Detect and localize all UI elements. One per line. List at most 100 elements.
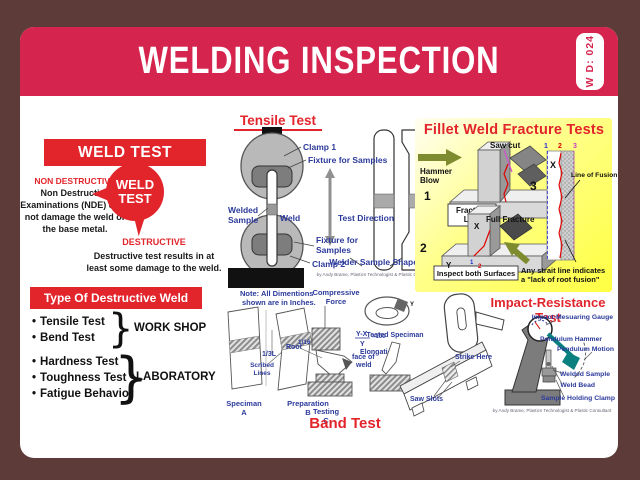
beam-foot-right [465,376,479,391]
elongation-denominator: Y [360,341,365,348]
elongation-numerator: Y-X [356,331,368,338]
column2-side-face [489,205,501,257]
fillet-block-upper [509,145,547,173]
list-item: •Fatigue Behavior [32,386,133,402]
leader-line [437,381,453,399]
bullet-glyph: • [32,332,37,344]
preparation-b-label1: Preparation [287,399,329,408]
tick-2-top: 2 [558,143,562,150]
destructive-types-banner: Type Of Destructive Weld Testing [30,287,202,327]
leader-line [389,257,403,267]
tick-1: 1 [470,260,474,266]
laboratory-list: •Hardness Test •Toughness Test •Fatigue … [32,354,133,402]
leader-line [287,159,307,169]
leader-line [283,146,302,157]
compressive-force-label2: Force [326,297,346,306]
tensile-diagram: Clamp 1 Fixture for Samples Welded Sampl… [228,127,436,288]
specimen-a-label1: Speciman [226,399,262,408]
holding-clamp-label: Sample Holding Clamp [541,395,615,402]
code-badge: W D: 024 [576,33,604,90]
fracture-line-1 [503,163,509,203]
laboratory-brace: } [114,346,149,409]
non-destructive-heading: NON DESTRUCTIVE [34,176,116,186]
face-of-weld-label2: weld [355,362,372,369]
fillet-title: Fillet Weld Fracture Tests [423,122,605,138]
preparation-b-label2: B [305,408,311,417]
hammer-head [443,293,479,353]
leader-line [564,179,581,199]
laboratory-label: LABORATORY [136,371,216,383]
saw-slots-label: Saw Slots [410,396,443,403]
leader-line [289,255,311,264]
sample-shapes-label: Welder Sample Shapes [329,257,423,267]
tick-1-top: 1 [544,143,548,150]
pedestal-step [315,373,345,383]
leader-line [545,320,555,326]
leader-line [555,379,565,398]
bullet-glyph: • [32,372,37,384]
strike-here-label: Strike Here [455,354,492,361]
leader-line [349,257,363,267]
dimensions-note-line1: Note: All Dimentions [240,289,313,298]
hammer-blow-label2: Blow [420,176,440,185]
list-item-label: Hardness Test [40,356,119,368]
tested-specimen-loop-inner [375,307,399,319]
leader-line [564,239,577,263]
workshop-label: WORK SHOP [134,322,207,334]
testing-c-label1: Testing [313,407,340,416]
leader-line [257,207,269,217]
weld-test-banner: WELD TEST [44,139,206,166]
credit-line: by Andy Brame, Plastics Technologist & P… [493,408,612,413]
hammer-arrow2-shaft [512,247,530,265]
step1-number: 1 [424,189,431,203]
arrow-down [325,236,335,246]
gauge-ticks [531,319,549,326]
fusion-fracture-line [558,152,563,259]
gauge-needle [534,321,541,330]
dimensions-note-line2: shown are in Inches. [242,298,316,307]
tick-2: 2 [478,264,482,270]
compressive-force-label1: Compressive [312,288,359,297]
bent-specimen [315,349,353,379]
non-destructive-text: Non Destructive Examinations (NDE) dose … [20,188,130,234]
pendulum-hammer-head [562,352,580,370]
hammer-blow-arrowhead [446,149,462,166]
saw-slots-band [441,361,459,383]
dim-13l-label: 1/3L [262,351,277,358]
clamp1-label: Clamp 1 [303,142,336,152]
credit-line: by Andy Brame, Plastics Technologist & P… [317,272,436,277]
leader-line [583,351,593,361]
fixture-bottom-label1: Fixture for [316,235,359,245]
tick-3-top: 3 [573,143,577,150]
scribed-lines-label2: Lines [254,370,271,377]
saw-cut-line [503,149,513,173]
destructive-text: Destructive test results in at least som… [86,251,222,274]
loop-y-marker: Y [410,302,414,308]
test-direction-label: Test Direction [338,213,394,223]
list-item: •Tensile Test [32,314,105,330]
beam-foot-left [411,402,425,417]
fixture-top-label: Fixture for Samples [308,155,388,165]
fixture-bottom-label2: Samples [316,245,351,255]
gauge-label: Impact-Mesuaring Gauge [532,314,613,321]
press-block [311,327,341,351]
weld-bead-label: Weld Bead [560,382,595,389]
hammer-eye [456,307,467,331]
face-of-weld-label1: face of [352,354,375,361]
list-item-label: Tensile Test [40,316,105,328]
hammer-arrow2-head [504,242,520,256]
page-title: WELDING INSPECTION [138,40,500,82]
full-fracture-label: Full Fracture [486,215,535,224]
welded-sample-label1: Welded [228,205,258,215]
workshop-list: •Tensile Test •Bend Test [32,314,105,346]
leader-line [551,365,563,385]
clamp2-label: Clamp 2 [312,259,345,269]
specimen-a-weld-band [228,335,261,354]
list-item: •Hardness Test [32,354,133,370]
leader-line [299,347,323,359]
bubble-line1: WELD [115,176,155,192]
holding-clamp-lower [542,375,556,383]
sample-shape-straight-weld [373,193,395,209]
welded-sample-label2: Sample [228,215,259,225]
